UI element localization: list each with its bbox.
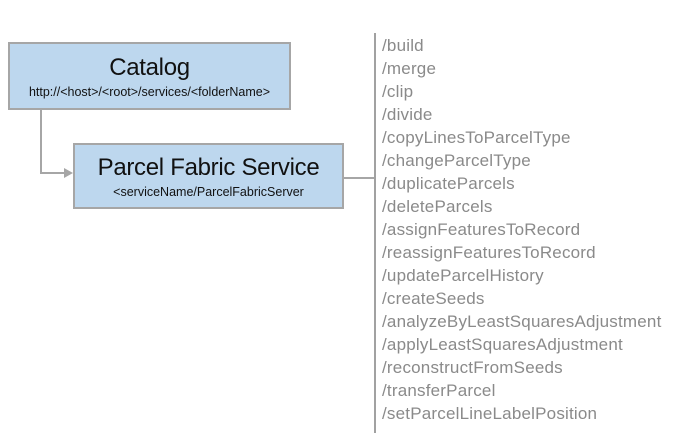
catalog-box: Catalog http://<host>/<root>/services/<f… (8, 42, 291, 110)
endpoint-item: /build (382, 36, 424, 55)
connector-horizontal-segment (40, 172, 66, 174)
endpoint-item: /createSeeds (382, 289, 485, 308)
endpoint-item: /clip (382, 82, 414, 101)
endpoint-item: /transferParcel (382, 381, 496, 400)
endpoint-item: /analyzeByLeastSquaresAdjustment (382, 312, 662, 331)
endpoint-item: /divide (382, 105, 433, 124)
parcel-fabric-service-box: Parcel Fabric Service <serviceName/Parce… (73, 143, 344, 209)
endpoint-list-divider (374, 33, 376, 433)
endpoint-item: /reassignFeaturesToRecord (382, 243, 596, 262)
arrow-right-icon (64, 168, 73, 178)
endpoint-item: /setParcelLineLabelPosition (382, 404, 598, 423)
endpoint-item: /changeParcelType (382, 151, 531, 170)
endpoint-list: /build/merge/clip/divide/copyLinesToParc… (382, 34, 682, 425)
endpoint-item: /deleteParcels (382, 197, 493, 216)
connector-vertical-segment (40, 110, 42, 174)
endpoint-item: /reconstructFromSeeds (382, 358, 563, 377)
endpoint-item: /duplicateParcels (382, 174, 515, 193)
catalog-box-url: http://<host>/<root>/services/<folderNam… (28, 84, 271, 99)
service-to-endpoints-line (344, 177, 375, 179)
endpoint-item: /merge (382, 59, 437, 78)
catalog-box-title: Catalog (109, 53, 190, 81)
service-box-title: Parcel Fabric Service (97, 153, 320, 181)
endpoint-item: /applyLeastSquaresAdjustment (382, 335, 623, 354)
endpoint-item: /updateParcelHistory (382, 266, 544, 285)
endpoint-item: /assignFeaturesToRecord (382, 220, 581, 239)
service-box-url: <serviceName/ParcelFabricServer (113, 184, 304, 199)
endpoint-item: /copyLinesToParcelType (382, 128, 571, 147)
